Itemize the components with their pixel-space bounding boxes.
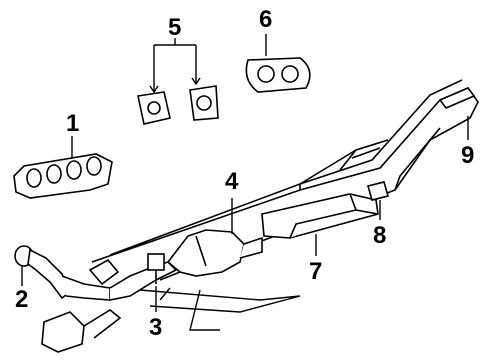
catalytic-converter — [166, 229, 263, 277]
callout-2: 2 — [15, 286, 29, 313]
callout-7: 7 — [309, 258, 323, 285]
y-pipe-assembly — [41, 258, 178, 353]
callout-3: 3 — [149, 314, 163, 341]
callout-1: 1 — [66, 110, 80, 137]
dual-flange-gasket — [245, 57, 311, 93]
frame-crossmember — [139, 287, 301, 331]
callout-5-leaders — [149, 38, 201, 94]
muffler — [261, 193, 379, 239]
callout-9: 9 — [461, 142, 475, 169]
callout-4: 4 — [225, 168, 239, 195]
inlet-pipe — [14, 245, 111, 301]
oxygen-sensor — [147, 253, 165, 284]
exhaust-manifold — [13, 153, 113, 199]
callout-8: 8 — [373, 222, 387, 249]
callout-6: 6 — [259, 6, 273, 33]
muffler-hanger — [367, 181, 389, 201]
callout-5: 5 — [168, 14, 182, 41]
flange-gasket-left — [137, 91, 171, 125]
flange-gasket-right — [189, 85, 219, 121]
tail-pipe — [438, 87, 476, 109]
